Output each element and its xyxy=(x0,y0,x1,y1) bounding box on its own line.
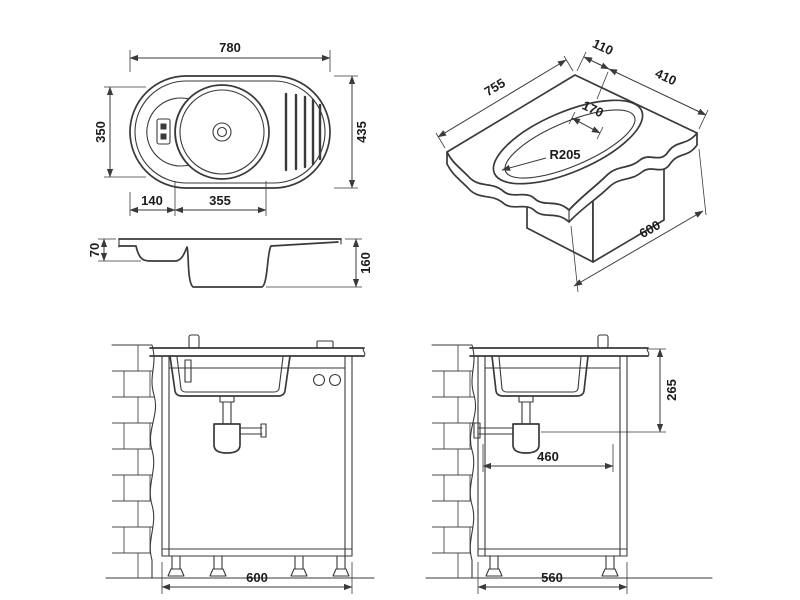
drain-hole xyxy=(212,122,232,142)
dim-bowl-width: 355 xyxy=(174,181,267,216)
iso-view: 755 110 410 170 R205 600 xyxy=(435,36,709,293)
dim-cabinet-depth: 560 xyxy=(477,562,628,594)
dim-cabinet-width: 600 xyxy=(161,562,353,594)
section-bowl-profile xyxy=(118,241,339,288)
countertop xyxy=(149,347,366,357)
cabinet xyxy=(161,355,353,577)
dim-ledge-depth: 70 xyxy=(87,238,141,262)
section-view: 70 160 xyxy=(87,238,373,288)
dim-label-410: 410 xyxy=(653,66,679,89)
dim-drain-height: 265 xyxy=(541,348,679,433)
outlet-flange xyxy=(260,423,267,438)
dim-clearance-depth: 460 xyxy=(482,444,614,472)
knockout-hole-right xyxy=(328,373,342,387)
drainer-grooves xyxy=(284,92,322,172)
dim-label-70: 70 xyxy=(87,243,102,257)
dim-bowl-offset: 140 xyxy=(129,181,176,216)
countertop-side xyxy=(469,347,650,357)
dim-label-780: 780 xyxy=(219,40,241,55)
dim-label-600-front: 600 xyxy=(246,570,268,585)
dim-label-160: 160 xyxy=(358,252,373,274)
faucet-side xyxy=(597,334,609,349)
dim-label-110: 110 xyxy=(590,36,615,58)
counter-accessory xyxy=(316,340,334,349)
faucet xyxy=(188,334,200,349)
small-bowl xyxy=(146,97,190,167)
dim-label-350: 350 xyxy=(93,121,108,143)
sink-inner-rim xyxy=(134,80,326,184)
dim-label-140: 140 xyxy=(141,193,163,208)
side-installation-view: 265 460 560 xyxy=(425,334,713,594)
sink-bowl-section-side xyxy=(491,355,589,397)
sink-outline xyxy=(129,75,331,189)
dim-overall-width: 780 xyxy=(129,40,331,72)
knockout-hole-left xyxy=(312,373,326,387)
dim-label-355: 355 xyxy=(209,193,231,208)
dim-label-560: 560 xyxy=(541,570,563,585)
wall-outlet-flange xyxy=(473,422,481,439)
dim-left-depth: 350 xyxy=(93,86,146,178)
sink-bowl-section xyxy=(169,355,291,397)
brick-wall-side xyxy=(431,344,476,579)
cabinet-side xyxy=(477,355,628,577)
dim-corner-radius: R205 xyxy=(501,147,581,171)
top-view: 780 350 435 140 355 xyxy=(93,40,369,216)
dim-label-460: 460 xyxy=(537,449,559,464)
dim-label-755: 755 xyxy=(482,75,508,99)
cabinet-legs xyxy=(167,555,350,577)
faucet-hole xyxy=(156,118,171,145)
overflow-pipe xyxy=(184,359,192,383)
dim-label-r205: R205 xyxy=(549,147,580,162)
front-installation-view: 600 xyxy=(105,334,375,594)
dim-label-435: 435 xyxy=(354,121,369,143)
dim-overall-depth: 435 xyxy=(334,75,369,189)
dim-overall-height: 160 xyxy=(266,238,373,288)
wall-torn-edge xyxy=(111,344,156,579)
brick-wall xyxy=(111,344,156,579)
wall-torn-edge-side xyxy=(431,344,476,579)
cabinet-legs-side xyxy=(485,555,619,577)
dim-label-265: 265 xyxy=(664,379,679,401)
main-bowl-inner xyxy=(179,89,265,175)
siphon-trap-side xyxy=(473,395,540,454)
siphon-trap xyxy=(213,395,267,454)
counter-corner-edges xyxy=(446,132,698,223)
drain-hole-inner xyxy=(216,126,228,138)
